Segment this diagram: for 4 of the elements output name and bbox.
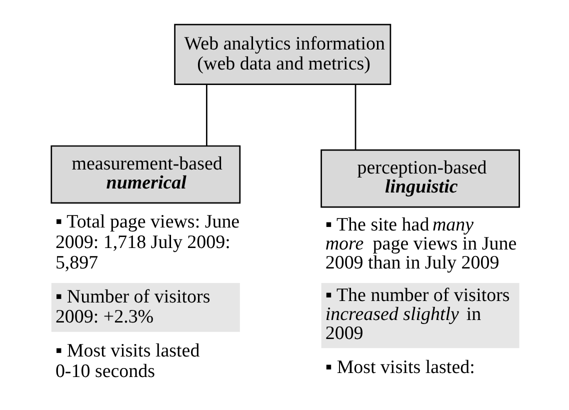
node-label: ▪ Most visits lasted: bbox=[324, 356, 474, 378]
node-label: ▪ Most visits lasted 0-10 seconds bbox=[54, 340, 200, 382]
connector bbox=[206, 84, 207, 146]
connector bbox=[354, 84, 356, 150]
